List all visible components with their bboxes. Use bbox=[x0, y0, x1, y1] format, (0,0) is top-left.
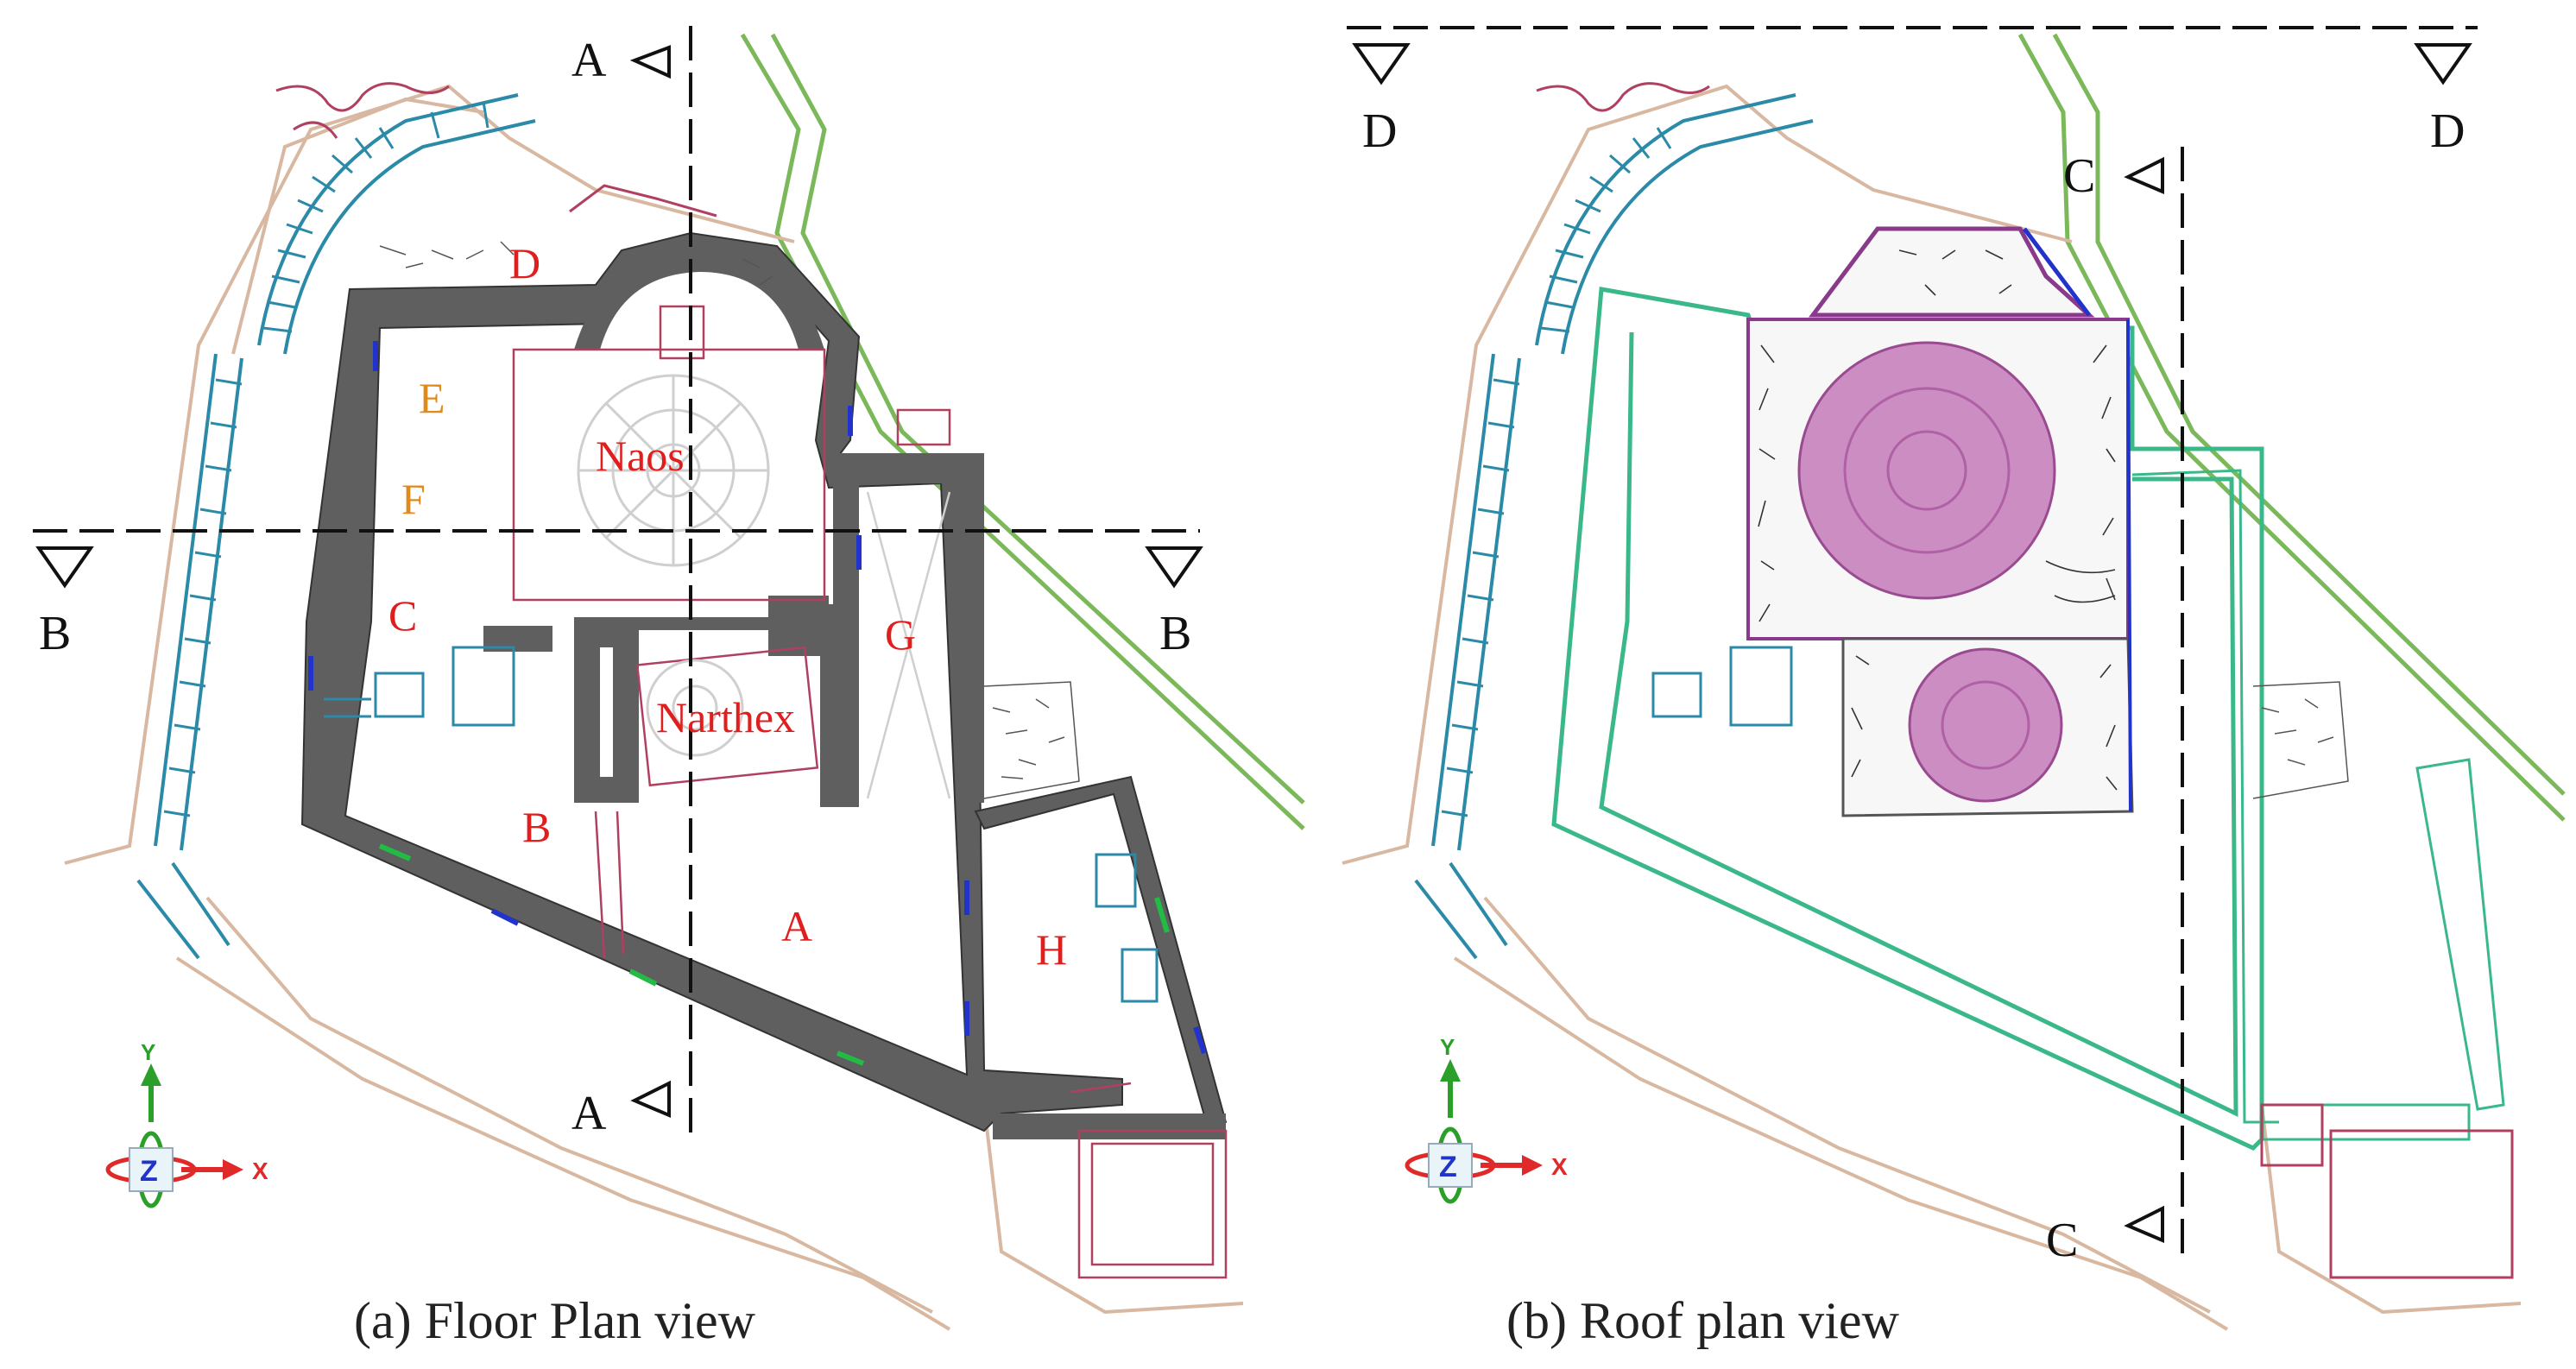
section-label-c-bottom: C bbox=[2046, 1214, 2078, 1267]
caption-roof-plan: (b) Roof plan view bbox=[1506, 1292, 1900, 1349]
section-label-c-top: C bbox=[2063, 149, 2095, 203]
section-label-a-top: A bbox=[571, 34, 607, 87]
west-stairs bbox=[136, 93, 536, 960]
room-label-a: A bbox=[781, 902, 812, 950]
room-label-naos: Naos bbox=[596, 432, 685, 480]
road bbox=[740, 33, 1305, 830]
chamber-g-pattern bbox=[866, 491, 951, 799]
room-label-d: D bbox=[509, 239, 540, 287]
section-line-a bbox=[629, 26, 692, 1144]
fixtures-roof bbox=[1651, 646, 1793, 727]
section-line-b bbox=[33, 529, 1203, 589]
west-stairs-treads bbox=[163, 101, 489, 817]
roof-hatching bbox=[1758, 249, 2118, 791]
site-boundary-roof bbox=[1342, 84, 2522, 1331]
room-label-h: H bbox=[1036, 925, 1067, 974]
section-label-d-left: D bbox=[1362, 104, 1397, 158]
site-boundary bbox=[64, 84, 1244, 1331]
fortification-walls bbox=[300, 231, 1228, 1139]
section-label-b-left: B bbox=[39, 607, 71, 660]
section-label-d-right: D bbox=[2430, 104, 2465, 158]
section-line-d bbox=[1347, 26, 2478, 85]
room-label-c: C bbox=[388, 591, 417, 640]
room-label-f: F bbox=[401, 475, 426, 523]
caption-floor-plan: (a) Floor Plan view bbox=[354, 1292, 756, 1349]
axis-label-z-roof: Z bbox=[1439, 1151, 1457, 1183]
axis-label-z: Z bbox=[140, 1155, 158, 1188]
axis-label-x-roof: X bbox=[1551, 1153, 1568, 1180]
axis-label-x: X bbox=[252, 1158, 268, 1184]
axis-label-y-roof: Y bbox=[1440, 1034, 1455, 1060]
east-rocks-roof bbox=[2252, 681, 2349, 799]
section-label-a-bottom: A bbox=[571, 1087, 607, 1140]
axis-gizmo bbox=[105, 1063, 243, 1208]
east-rocks bbox=[379, 241, 1080, 799]
rock-outline bbox=[275, 82, 717, 218]
rock-outline-roof bbox=[1536, 82, 1710, 112]
interior-outlines bbox=[512, 305, 1228, 1279]
narthex-dome-pattern bbox=[646, 659, 744, 757]
section-line-c bbox=[2124, 147, 2184, 1256]
room-label-g: G bbox=[885, 610, 916, 659]
axis-gizmo-roof bbox=[1405, 1059, 1543, 1204]
openings bbox=[308, 341, 1207, 1066]
axis-label-y: Y bbox=[141, 1039, 155, 1065]
domes bbox=[1797, 341, 2063, 803]
room-label-narthex: Narthex bbox=[656, 693, 795, 741]
room-label-e: E bbox=[419, 374, 445, 422]
floor-plan-panel: A A B B Naos Narthex A B C D E F G H Y X… bbox=[33, 26, 1305, 1349]
roof-plan-panel: D D C C Y X Z (b) Roof plan view bbox=[1342, 26, 2566, 1349]
section-label-b-right: B bbox=[1159, 607, 1191, 660]
room-label-b: B bbox=[522, 803, 551, 851]
fixtures bbox=[324, 646, 1159, 1003]
naos-dome-pattern bbox=[577, 374, 770, 567]
west-stairs-treads-roof bbox=[1441, 127, 1672, 817]
